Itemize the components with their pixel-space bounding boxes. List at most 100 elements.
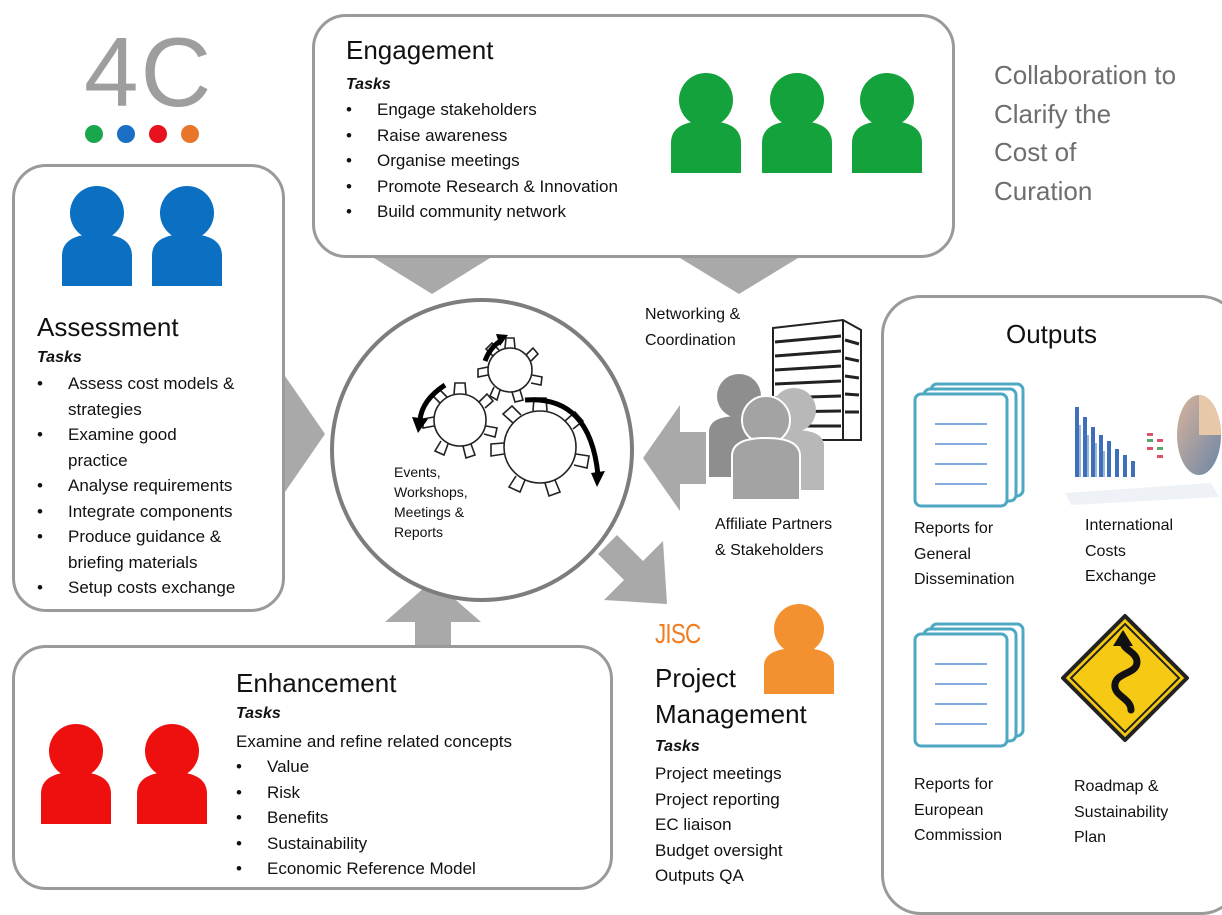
engagement-panel: Engagement Tasks Engage stakeholders Rai… xyxy=(312,14,955,258)
list-item-line: Integrate components xyxy=(68,501,233,521)
assessment-people-icons xyxy=(62,186,222,286)
center-label-line: Reports xyxy=(394,524,444,540)
enhancement-title: Enhancement xyxy=(236,668,397,698)
logo-dots xyxy=(85,125,199,143)
tagline-line: Cost of xyxy=(994,137,1077,167)
output-label-line: Roadmap & xyxy=(1074,778,1159,795)
person-icon xyxy=(152,186,222,286)
list-item: Sustainability xyxy=(236,831,476,857)
output-label-costs-exchange: International Costs Exchange xyxy=(1085,513,1173,590)
arrow-down-right xyxy=(680,232,798,294)
logo-text: 4C xyxy=(84,17,214,127)
winding-road-sign-icon xyxy=(1061,614,1189,742)
list-item-line: practice xyxy=(68,450,128,470)
person-icon xyxy=(671,73,741,173)
networking-label-line: Networking & xyxy=(645,306,741,323)
list-item: Organise meetings xyxy=(346,148,618,174)
center-label: Events, Workshops, Meetings & Reports xyxy=(394,462,468,542)
list-item: Assess cost models & strategies xyxy=(37,371,277,422)
list-item: Project reporting xyxy=(655,789,780,809)
project-management-title: Project Management xyxy=(655,660,807,732)
list-item: Raise awareness xyxy=(346,123,618,149)
output-label-line: Costs xyxy=(1085,542,1126,560)
list-item: Project meetings xyxy=(655,764,782,783)
group-people-icon xyxy=(709,374,824,501)
document-stack-icon xyxy=(913,382,1025,508)
list-item: Build community network xyxy=(346,199,618,225)
list-item: Benefits xyxy=(236,805,476,831)
engagement-tasks-label: Tasks xyxy=(346,76,391,93)
list-item: Economic Reference Model xyxy=(236,856,476,882)
list-item-line: strategies xyxy=(68,399,142,419)
list-item: Analyse requirements xyxy=(37,473,277,499)
list-item-line: Setup costs exchange xyxy=(68,578,236,597)
enhancement-panel: Enhancement Tasks Examine and refine rel… xyxy=(12,645,613,890)
output-label-general: Reports for General Dissemination xyxy=(914,516,1014,593)
center-label-line: Events, xyxy=(394,464,441,480)
enhancement-task-list: Value Risk Benefits Sustainability Econo… xyxy=(236,754,476,882)
document-stack-icon xyxy=(913,622,1025,748)
project-management-title-line: Project xyxy=(655,663,736,693)
list-item: Integrate components xyxy=(37,499,277,525)
person-icon xyxy=(62,186,132,286)
enhancement-intro: Examine and refine related concepts xyxy=(236,732,512,751)
arrow-up-enhancement xyxy=(385,580,481,652)
networking-label: Networking & Coordination xyxy=(645,302,740,353)
arrow-left-affiliates xyxy=(643,405,706,511)
engagement-people-icons xyxy=(671,73,922,173)
output-label-line: International xyxy=(1085,517,1174,534)
project-manager-person-icon xyxy=(764,604,834,694)
output-label-line: Plan xyxy=(1074,829,1107,846)
networking-label-line: Coordination xyxy=(645,331,736,349)
project-management-task-list: Project meetings Project reporting EC li… xyxy=(655,761,783,889)
arrow-down-left xyxy=(374,232,490,294)
outputs-title: Outputs xyxy=(1006,319,1098,349)
project-management-tasks-label: Tasks xyxy=(655,738,700,755)
list-item: EC liaison xyxy=(655,815,732,834)
tagline-line: Clarify the xyxy=(994,98,1112,129)
list-item-line: Analyse requirements xyxy=(68,476,233,495)
list-item: Produce guidance & briefing materials xyxy=(37,524,277,575)
gears-icon xyxy=(412,334,605,498)
assessment-title: Assessment xyxy=(37,312,179,342)
engagement-title: Engagement xyxy=(346,35,494,65)
project-management-title-line: Management xyxy=(655,699,807,729)
logo-4c: 4C xyxy=(84,20,214,150)
output-label-line: Sustainability xyxy=(1074,803,1169,821)
output-label-line: Exchange xyxy=(1085,568,1157,585)
tagline-line: Curation xyxy=(994,175,1093,206)
person-icon xyxy=(41,724,111,824)
list-item-line: Assess cost models & xyxy=(68,374,235,393)
output-label-line: European xyxy=(914,801,984,819)
output-label-european-commission: Reports for European Commission xyxy=(914,772,1002,849)
output-label-line: Dissemination xyxy=(914,571,1015,588)
person-icon xyxy=(762,73,832,173)
assessment-panel: Assessment Tasks Assess cost models & str… xyxy=(12,164,285,612)
list-item: Promote Research & Innovation xyxy=(346,174,618,200)
output-label-line: Commission xyxy=(914,827,1003,844)
tagline-line: Collaboration to xyxy=(994,60,1177,90)
assessment-tasks-label: Tasks xyxy=(37,349,82,366)
person-icon xyxy=(137,724,207,824)
chart-graphic-icon xyxy=(1065,395,1221,505)
jisc-logo: JISC xyxy=(655,618,701,649)
affiliates-label-line: & Stakeholders xyxy=(715,541,824,559)
center-label-line: Workshops, xyxy=(394,484,468,500)
list-item: Risk xyxy=(236,780,476,806)
engagement-task-list: Engage stakeholders Raise awareness Orga… xyxy=(346,97,618,225)
output-label-line: Reports for xyxy=(914,776,994,793)
assessment-task-list: Assess cost models & strategies Examine g… xyxy=(37,371,277,601)
list-item: Value xyxy=(236,754,476,780)
list-item-line: briefing materials xyxy=(68,552,198,572)
list-item: Engage stakeholders xyxy=(346,97,618,123)
output-label-line: General xyxy=(914,545,971,563)
list-item-line: Produce guidance & xyxy=(68,527,222,546)
tagline: Collaboration to Clarify the Cost of Cur… xyxy=(994,56,1176,210)
person-icon xyxy=(852,73,922,173)
affiliates-label: Affiliate Partners & Stakeholders xyxy=(715,512,832,563)
center-circle xyxy=(330,298,634,602)
list-item: Outputs QA xyxy=(655,866,744,885)
list-item: Budget oversight xyxy=(655,840,783,860)
